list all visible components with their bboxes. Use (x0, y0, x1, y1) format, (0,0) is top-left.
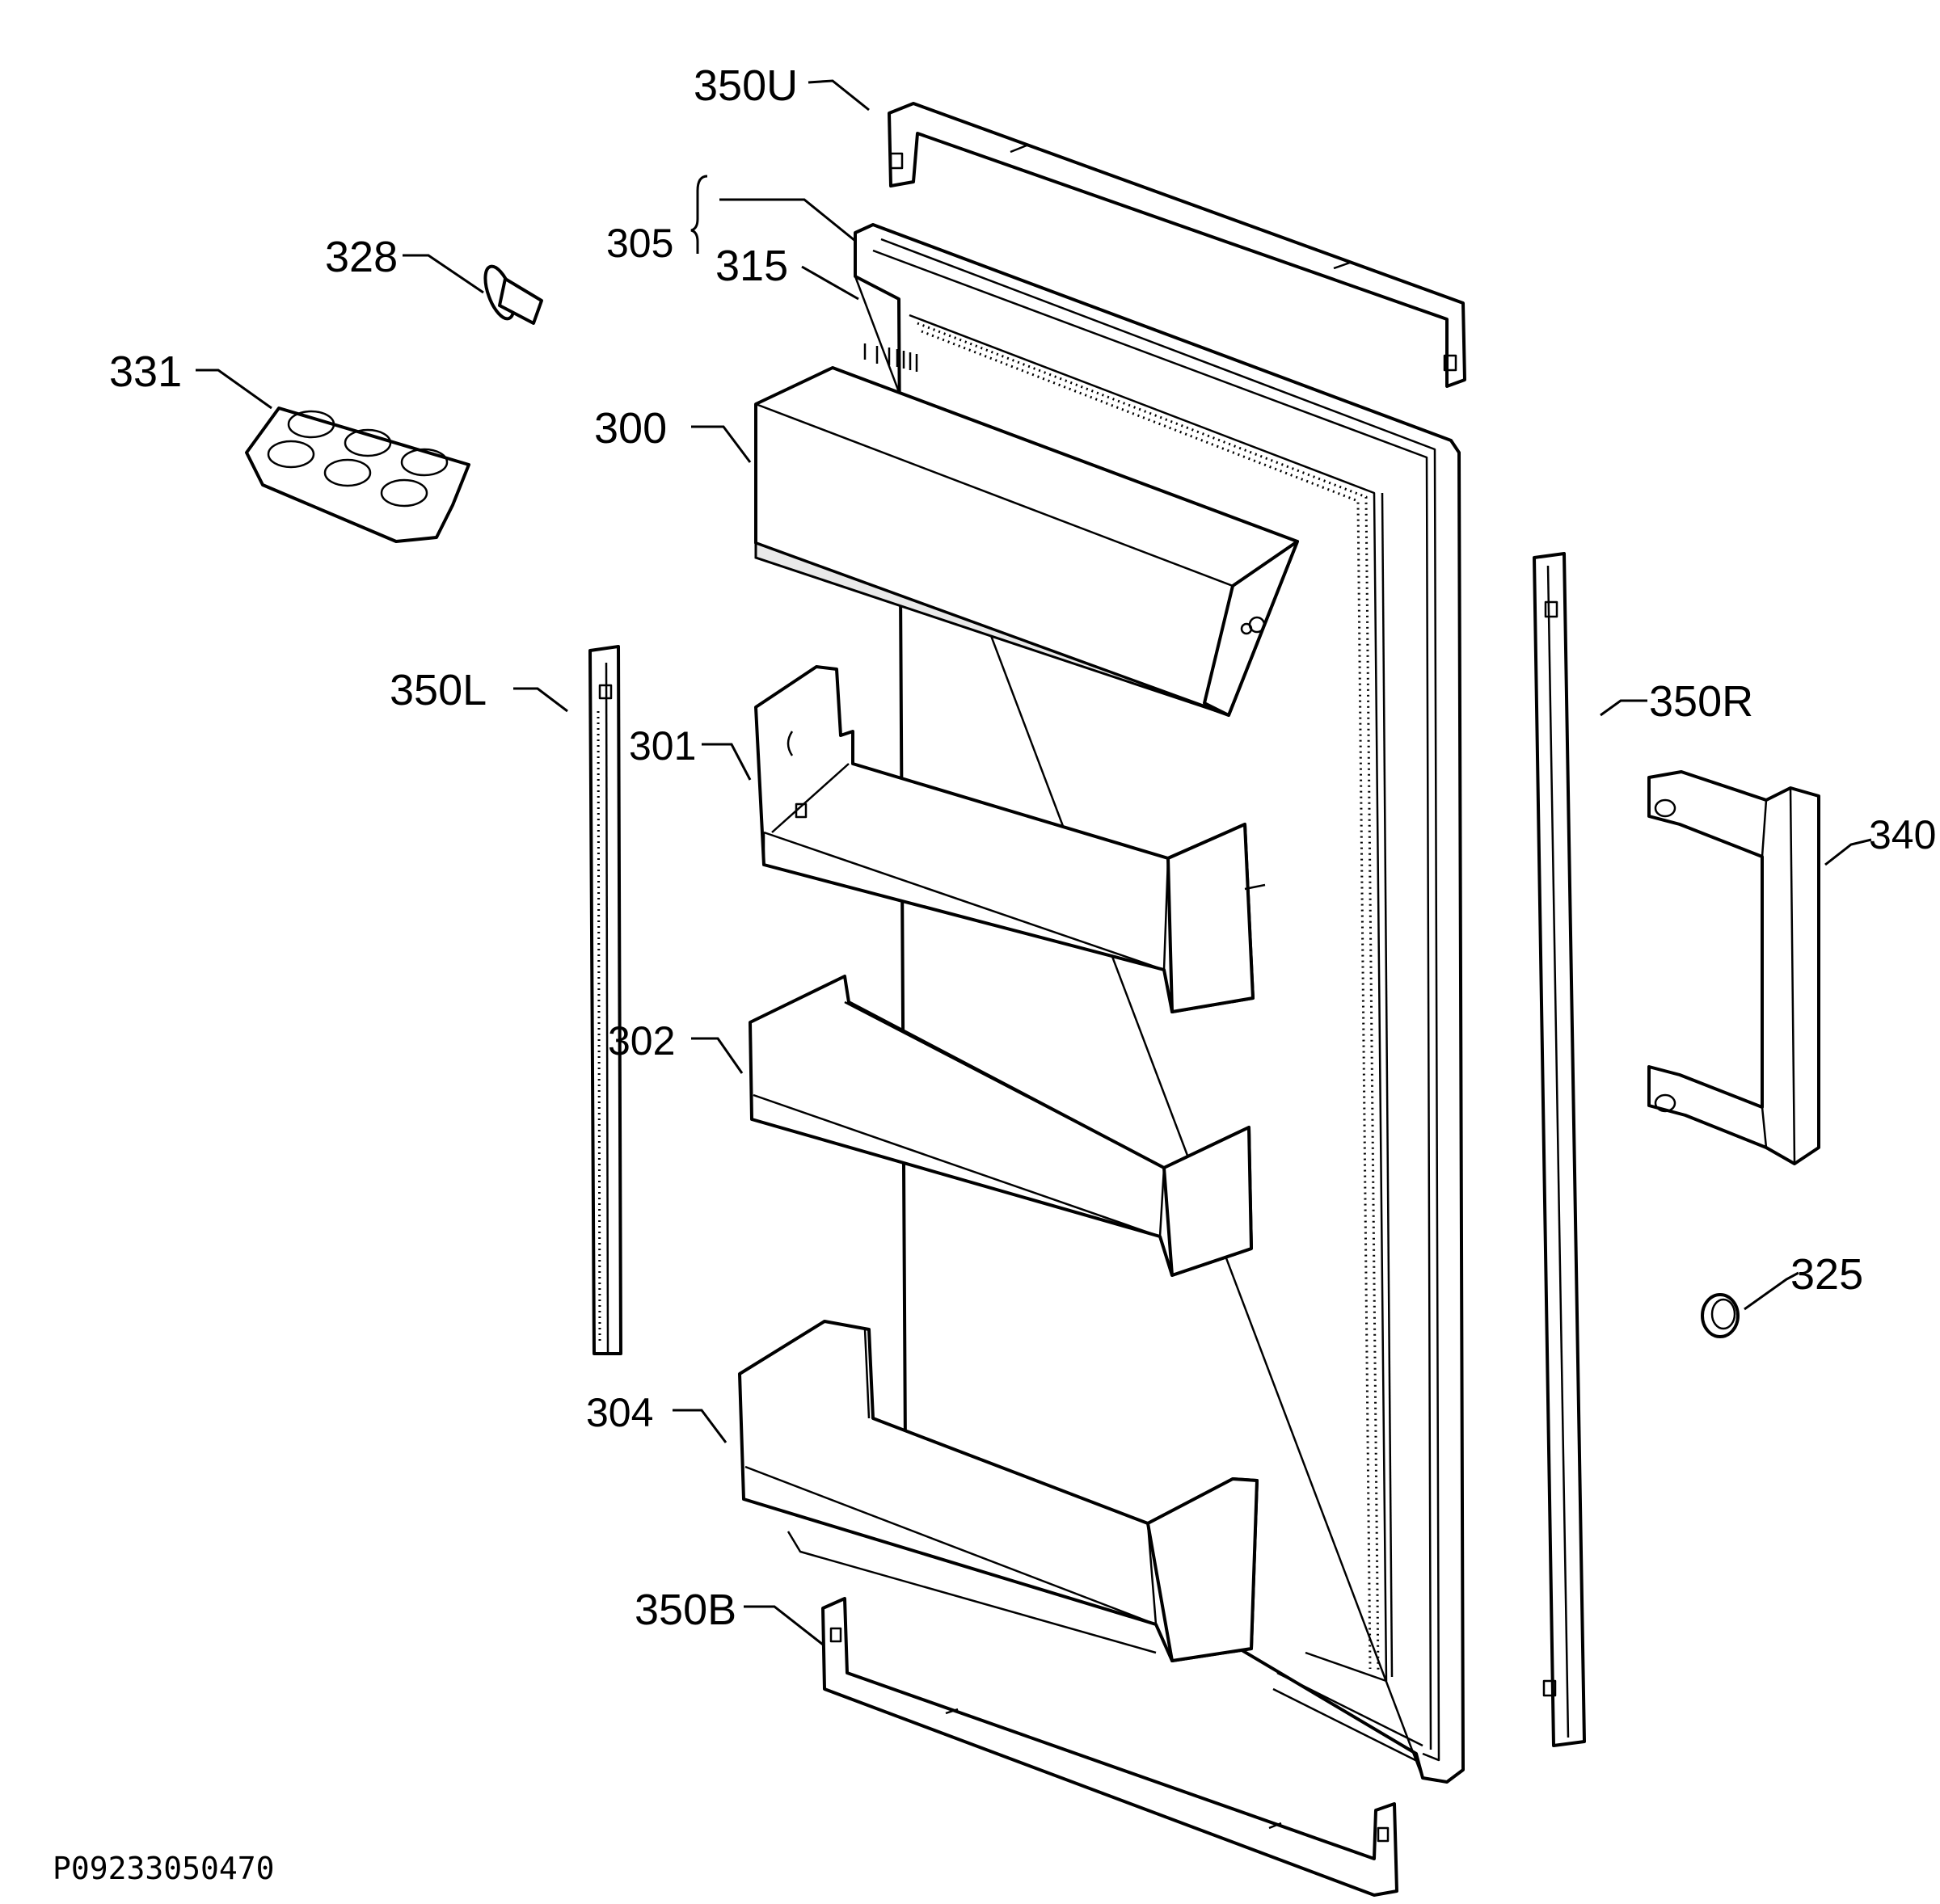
bottle-shelf-304 (738, 1320, 1259, 1662)
door-shelf-302 (749, 975, 1253, 1277)
leader-lines (196, 79, 1872, 1646)
gasket-315-ticks (863, 343, 918, 372)
handle-340 (1647, 770, 1820, 1165)
left-strip-350L (588, 645, 622, 1355)
document-code: P09233050470 (53, 1851, 275, 1886)
callout-300: 300 (594, 404, 667, 453)
callout-labels: 350U 305 315 328 331 300 350L 301 302 30… (109, 61, 1936, 1634)
cap-325 (1701, 1293, 1740, 1338)
door-shelf-301 (754, 665, 1266, 1013)
callout-350U: 350U (694, 61, 798, 110)
bottom-trim-350B (821, 1597, 1398, 1897)
egg-tray-331 (245, 406, 470, 543)
callout-350B: 350B (635, 1586, 736, 1634)
callout-305: 305 (606, 221, 673, 266)
callout-350L: 350L (390, 666, 487, 714)
callout-302: 302 (608, 1018, 675, 1064)
callout-350R: 350R (1649, 677, 1753, 726)
callout-331: 331 (109, 348, 182, 396)
callout-340: 340 (1869, 812, 1936, 857)
callout-301: 301 (629, 723, 696, 769)
callout-315: 315 (715, 242, 788, 290)
top-trim-350U (888, 102, 1466, 388)
pin-328 (483, 264, 543, 325)
dairy-compartment-300 (754, 366, 1299, 717)
right-strip-350R (1533, 552, 1586, 1747)
callout-304: 304 (586, 1390, 653, 1435)
callout-325: 325 (1790, 1250, 1863, 1299)
callout-328: 328 (325, 233, 398, 281)
